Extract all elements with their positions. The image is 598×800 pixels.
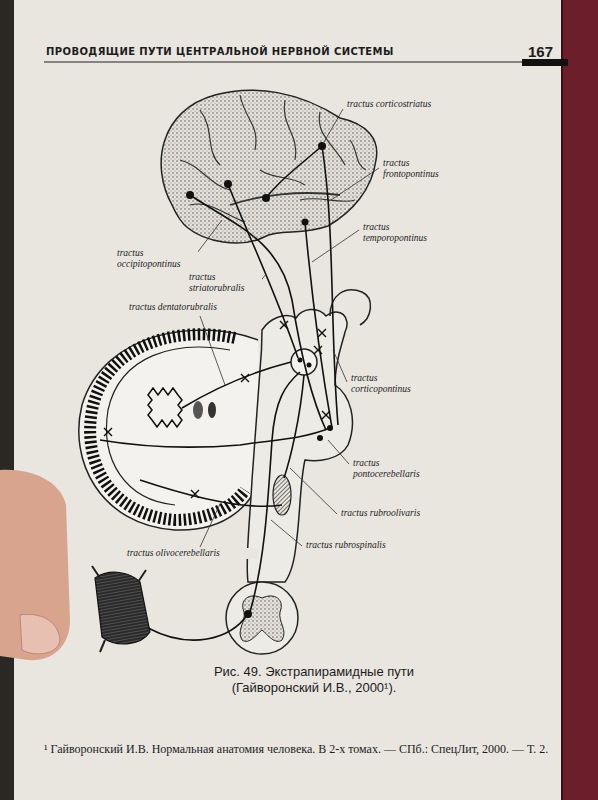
decussation-mark xyxy=(104,428,112,436)
leader-line xyxy=(271,520,302,546)
brainstem xyxy=(247,290,370,582)
gyrus-line xyxy=(180,160,230,190)
muscle xyxy=(92,566,150,652)
cerebellum xyxy=(148,388,182,427)
page-number: 167 xyxy=(528,43,553,60)
brainstem xyxy=(273,475,291,515)
leader-line xyxy=(324,109,343,142)
gyrus-line xyxy=(284,100,296,160)
gyrus-line xyxy=(180,95,366,222)
neuron-body xyxy=(302,219,309,226)
tract-label: tractus striatorubralis xyxy=(188,272,262,294)
cerebellum xyxy=(79,330,262,530)
neuron-body xyxy=(318,142,326,150)
decussation-mark xyxy=(318,329,326,337)
brainstem xyxy=(330,290,370,325)
tract-label: tractus frontopontinus xyxy=(382,158,456,180)
tract-label: tractus rubroolivaris xyxy=(340,508,472,519)
finger xyxy=(0,470,70,660)
brainstem xyxy=(298,358,303,363)
nerve-tract xyxy=(266,146,322,198)
neuron-body xyxy=(186,142,326,226)
leader-line xyxy=(200,504,220,547)
gyrus-line xyxy=(260,170,305,185)
cerebellum xyxy=(193,401,203,419)
nerve-tract xyxy=(250,372,300,612)
leader-line xyxy=(333,350,347,382)
nerve-tract xyxy=(140,480,282,506)
leader-line xyxy=(328,440,349,464)
header-rule xyxy=(522,59,568,66)
photo-background xyxy=(561,0,563,800)
cerebellum xyxy=(208,402,216,418)
nerve-tract xyxy=(148,614,248,640)
neuron-body xyxy=(186,191,194,199)
neuron-body xyxy=(262,194,270,202)
cerebellum xyxy=(79,330,262,530)
decussation-mark xyxy=(191,490,199,498)
cerebellum xyxy=(90,334,245,520)
header-rule xyxy=(44,61,522,62)
tract-label: tractus olivocerebellaris xyxy=(126,548,258,559)
tract-label: tractus occipitopontinus xyxy=(116,248,198,270)
brain xyxy=(161,90,377,243)
spinal-cord xyxy=(240,596,284,641)
running-header: ПРОВОДЯЩИЕ ПУТИ ЦЕНТРАЛЬНОЙ НЕРВНОЙ СИСТ… xyxy=(46,46,394,57)
brain xyxy=(161,90,377,243)
nerve-tract xyxy=(100,146,338,640)
leader-line xyxy=(194,220,222,257)
decussation-mark xyxy=(104,321,330,498)
leader-line xyxy=(312,230,359,262)
gyrus-line xyxy=(200,110,220,165)
tract-label: tractus corticopontinus xyxy=(350,373,434,395)
photo-background xyxy=(562,0,598,800)
spinal-cord xyxy=(226,582,298,654)
finger xyxy=(20,614,60,653)
neuron-body xyxy=(224,180,232,188)
cerebellum xyxy=(107,347,230,505)
tract-label: tractus pontocerebellaris xyxy=(352,458,438,480)
figure-caption: Рис. 49. Экстрапирамидные пути (Гайворон… xyxy=(196,664,432,696)
nerve-tract xyxy=(182,362,291,408)
muscle xyxy=(95,572,150,644)
brainstem xyxy=(317,435,323,441)
spinal-cord xyxy=(226,582,298,654)
photo-background xyxy=(14,0,562,800)
tract-label: tractus dentatorubralis xyxy=(128,302,260,313)
gyrus-line xyxy=(350,140,366,170)
finger xyxy=(0,470,70,660)
decussation-mark xyxy=(314,346,322,354)
gyrus-line xyxy=(240,95,256,150)
brainstem xyxy=(307,363,312,368)
leader-line xyxy=(200,316,225,385)
muscle xyxy=(92,566,146,652)
decussation-mark xyxy=(322,411,330,419)
nerve-tract xyxy=(284,375,304,478)
tract-label: tractus rubrospinalis xyxy=(305,540,427,551)
tract-label: tractus temporopontinus xyxy=(362,222,449,244)
gyrus-line xyxy=(230,193,340,205)
nerve-tract xyxy=(228,184,298,358)
leader-line xyxy=(290,468,337,514)
nerve-tract xyxy=(305,222,332,428)
tract-label: tractus corticostriatus xyxy=(346,99,468,110)
header-rule xyxy=(44,59,568,66)
leader-line xyxy=(194,109,379,547)
footnote: ¹ Гайворонский И.В. Нормальная анатомия … xyxy=(44,742,559,757)
leader-line xyxy=(331,168,379,200)
decussation-mark xyxy=(241,374,249,382)
decussation-mark xyxy=(280,321,288,329)
